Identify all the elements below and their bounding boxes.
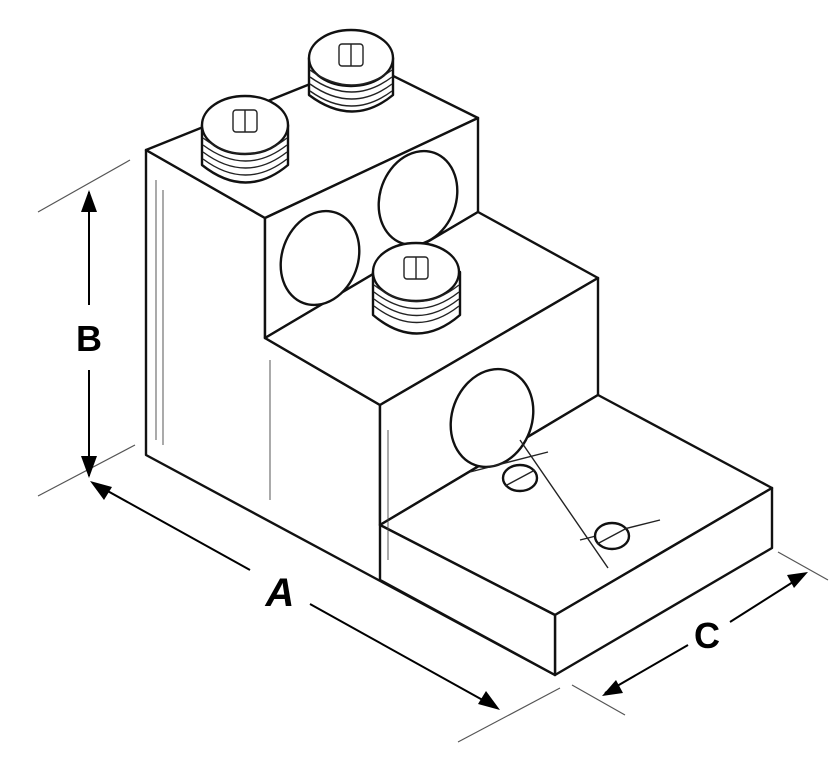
dimension-c-label: C <box>694 615 720 656</box>
dimension-c: C <box>571 551 829 716</box>
wire-hole-lower <box>449 367 535 469</box>
wire-hole-upper-left <box>279 209 361 307</box>
dimension-b-label: B <box>76 318 102 359</box>
dimension-a-arrow-left <box>90 481 112 500</box>
tongue-side <box>378 523 557 677</box>
wire-hole-upper-right <box>377 149 459 247</box>
dimension-c-arrow-left <box>602 680 623 696</box>
dimension-a: A <box>90 481 561 743</box>
dimension-b-arrow-top <box>81 190 97 212</box>
dimension-c-arrow-right <box>787 572 808 588</box>
dimension-a-label: A <box>265 571 295 615</box>
set-screw-front <box>200 94 290 184</box>
dimension-b-arrow-bottom <box>81 456 97 478</box>
lug-body <box>144 60 774 677</box>
set-screw-back <box>307 28 395 113</box>
dimension-b: B <box>37 159 136 497</box>
set-screw-lower <box>371 241 462 335</box>
side-shading <box>155 180 389 560</box>
dimension-a-arrow-right <box>478 691 500 710</box>
mounting-holes <box>469 439 661 569</box>
